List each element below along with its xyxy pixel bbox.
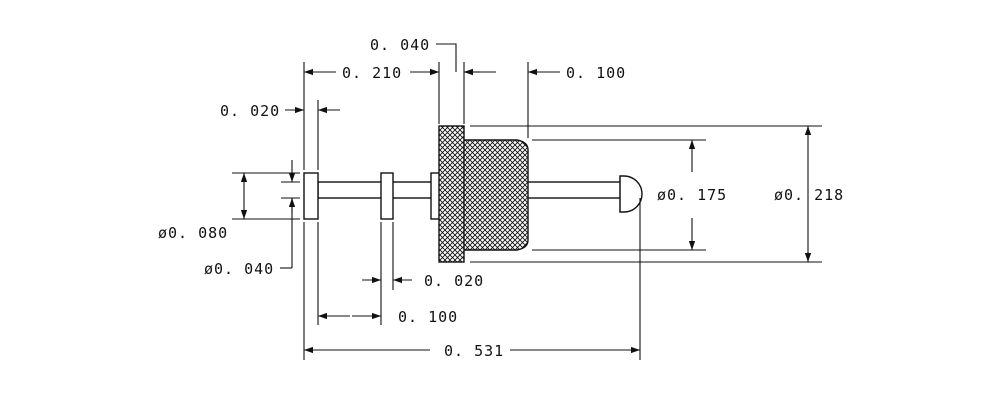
middle-collar: [380, 172, 394, 220]
knurled-body: [462, 139, 529, 251]
dimension-lines: [240, 43, 812, 354]
dim-length-to-head: 0. 210: [342, 64, 402, 82]
dim-collar-spacing: 0. 100: [398, 308, 458, 326]
dim-knurl-length: 0. 100: [566, 64, 626, 82]
dimension-labels: 0. 040 0. 210 0. 100 0. 020 ø0. 175 ø0. …: [158, 36, 844, 360]
dim-overall-length: 0. 531: [444, 342, 504, 360]
pin-part: [303, 125, 643, 263]
dim-flange-width: 0. 020: [220, 102, 280, 120]
dim-dia-head: ø0. 218: [774, 186, 844, 204]
extension-lines: [232, 62, 822, 360]
dim-dia-pin: ø0. 040: [204, 260, 274, 278]
knurled-head: [438, 125, 465, 263]
dim-head-width: 0. 040: [370, 36, 430, 54]
end-flange: [303, 172, 319, 220]
dim-collar-width: 0. 020: [424, 272, 484, 290]
pin-tip: [619, 175, 643, 213]
dim-dia-flange: ø0. 080: [158, 224, 228, 242]
dim-dia-knurl: ø0. 175: [657, 186, 727, 204]
